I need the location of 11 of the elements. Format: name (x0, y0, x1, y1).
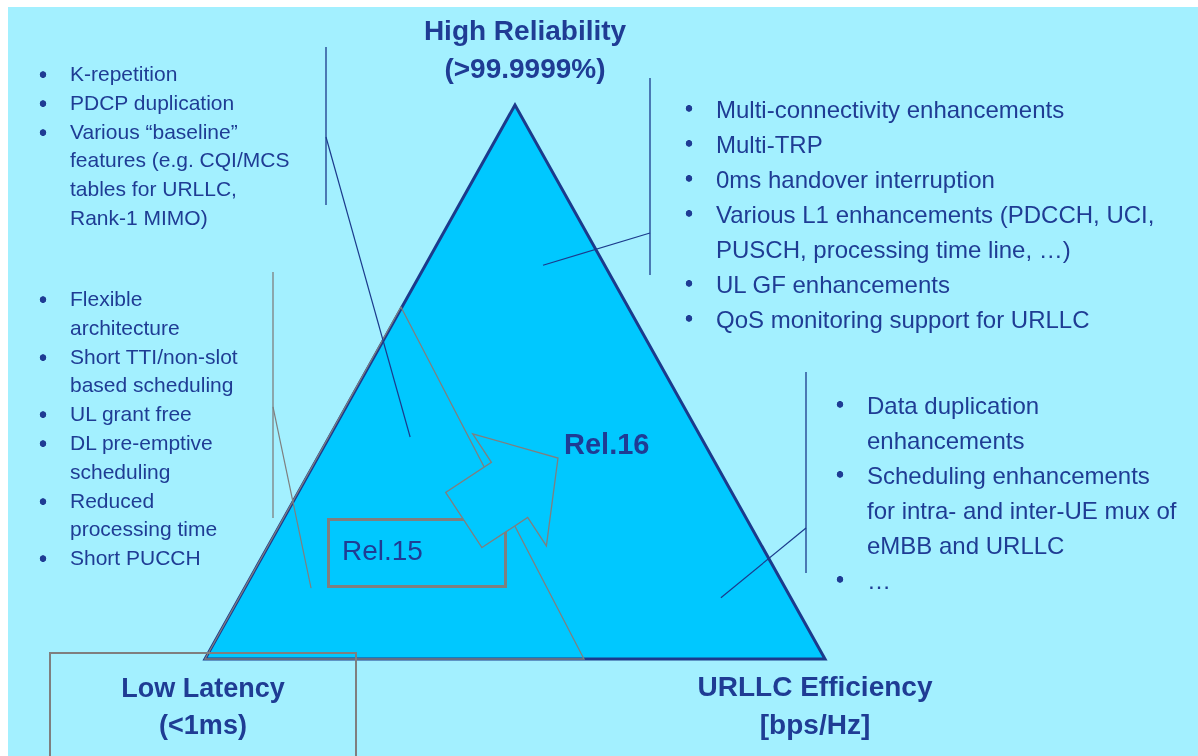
axis-label: URLLC Efficiency [bps/Hz] (696, 670, 934, 742)
leader-line (272, 406, 312, 589)
corner-box (49, 652, 357, 756)
block-arrow (444, 432, 559, 549)
leader-line (720, 527, 807, 599)
leader-line (542, 232, 651, 266)
leader-line (325, 136, 411, 438)
release-label: Rel.15 (342, 535, 423, 566)
axis-label: Low Latency (<1ms) (121, 673, 285, 740)
release-label: Rel.16 (564, 424, 670, 464)
axis-label: High Reliability (>99.9999%) (422, 14, 628, 86)
